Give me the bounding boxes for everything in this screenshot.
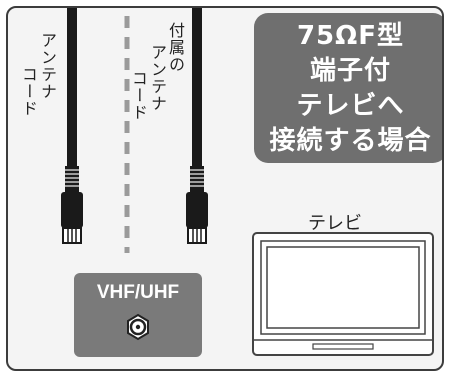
diagram-panel: アンテナ コード 付属の アンテナ コード 75ΩF型 端子付 テレビへ 接続す… [6,6,444,371]
right-cable-label-col2: アンテナ [148,44,167,112]
badge-line-3: テレビへ [296,91,405,121]
vhf-uhf-terminal: VHF/UHF [74,273,202,357]
badge-line-1: 75ΩF型 [296,21,405,51]
tv-illustration [252,232,434,356]
badge-line-4: 接続する場合 [269,126,432,156]
left-antenna-cable [61,8,83,244]
right-cable-label-col3: コード [129,70,148,121]
right-supplied-cable [186,8,208,244]
terminal-label: VHF/UHF [96,282,180,303]
left-cable-label-col2: コード [19,66,38,117]
tv-label: テレビ [308,213,362,234]
diagram-art [61,8,434,356]
left-cable-label-col1: アンテナ [38,32,57,100]
right-cable-label-col1: 付属の [166,22,185,73]
connection-type-badge: 75ΩF型 端子付 テレビへ 接続する場合 [254,13,442,163]
badge-line-2: 端子付 [309,56,391,86]
